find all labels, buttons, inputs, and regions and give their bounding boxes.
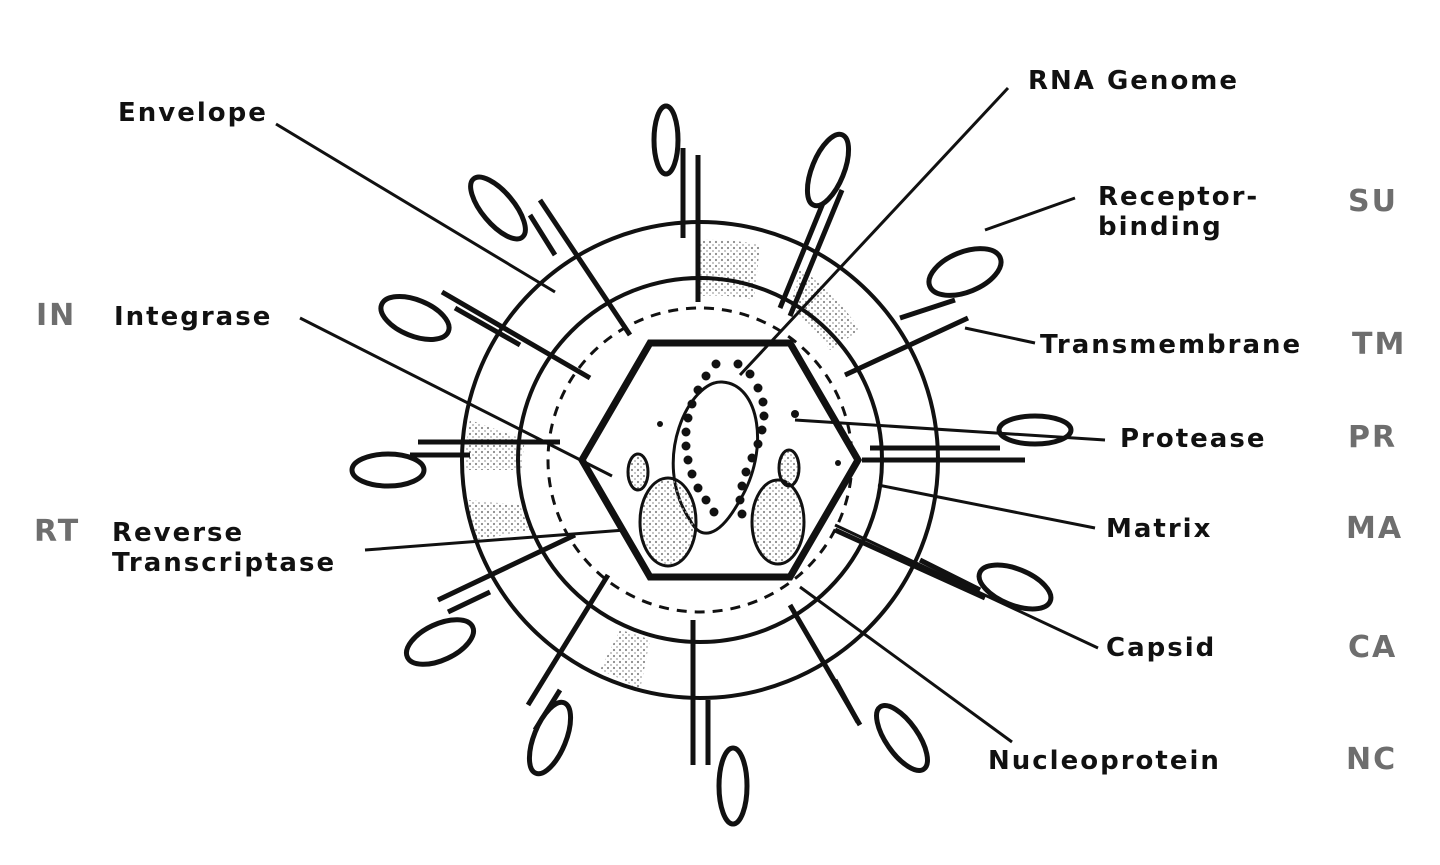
- label-matrix: Matrix: [1106, 514, 1213, 544]
- abbr-pr: PR: [1348, 420, 1398, 455]
- label-receptor-binding-line2: binding: [1098, 212, 1223, 242]
- abbr-rt: RT: [34, 514, 81, 549]
- envelope-spikes: [349, 103, 1074, 827]
- label-receptor-binding-line1: Receptor-: [1098, 182, 1260, 212]
- label-protease: Protease: [1120, 424, 1267, 454]
- reverse-transcriptase-particles: [626, 448, 806, 568]
- capsid-hexagon: [577, 339, 863, 581]
- abbr-nc: NC: [1346, 742, 1398, 777]
- label-integrase: Integrase: [114, 302, 273, 332]
- leader-lines: [275, 86, 1106, 744]
- nucleoprotein-beads: [657, 359, 841, 519]
- label-envelope: Envelope: [118, 98, 268, 128]
- abbr-tm: TM: [1352, 327, 1407, 362]
- label-capsid: Capsid: [1106, 633, 1217, 663]
- label-reverse-transcriptase-line1: Reverse: [112, 518, 245, 548]
- label-rna-genome: RNA Genome: [1028, 66, 1240, 96]
- abbr-su: SU: [1348, 184, 1398, 219]
- label-transmembrane: Transmembrane: [1040, 330, 1303, 360]
- label-nucleoprotein: Nucleoprotein: [988, 746, 1221, 776]
- abbr-ma: MA: [1346, 511, 1404, 546]
- envelope-stipple: [464, 239, 860, 690]
- abbr-ca: CA: [1348, 630, 1398, 665]
- label-reverse-transcriptase-line2: Transcriptase: [112, 548, 337, 578]
- abbr-in: IN: [36, 298, 77, 333]
- rna-genome-loop: [671, 380, 760, 535]
